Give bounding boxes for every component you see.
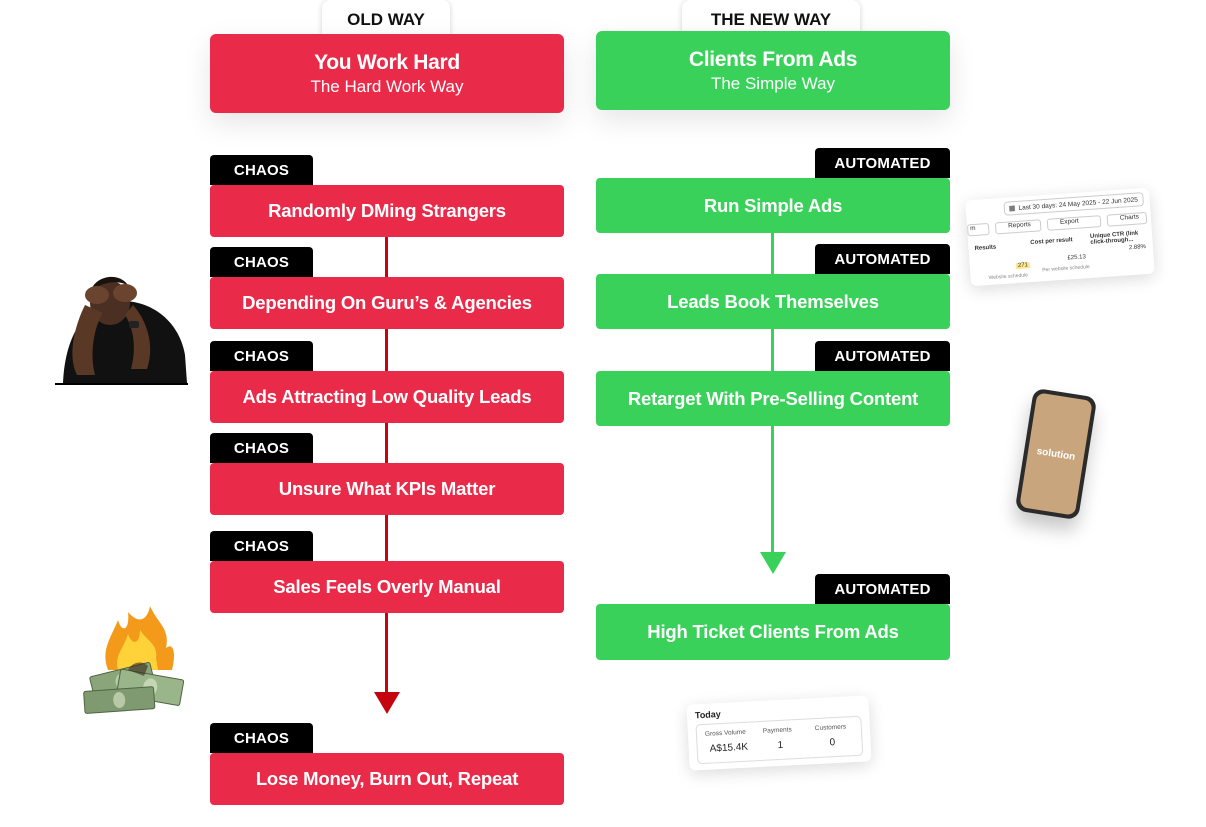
- chaos-tag: CHAOS: [210, 155, 313, 185]
- old-step-6: Lose Money, Burn Out, Repeat: [210, 753, 564, 805]
- chaos-tag: CHAOS: [210, 433, 313, 463]
- ads-manager-card: ▦ Last 30 days: 24 May 2025 - 22 Jun 202…: [965, 187, 1155, 287]
- customers-value: 0: [829, 737, 836, 749]
- new-step-1: Run Simple Ads: [596, 178, 950, 233]
- gross-volume-value: A$15.4K: [709, 741, 749, 755]
- chaos-tag: CHAOS: [210, 247, 313, 277]
- value-cost: £25.13: [1067, 254, 1087, 262]
- stressed-man-image: [55, 265, 188, 385]
- chaos-tag: CHAOS: [210, 341, 313, 371]
- payments-value: 1: [777, 739, 784, 752]
- chaos-tag: CHAOS: [210, 723, 313, 753]
- payments-title: Today: [694, 709, 722, 721]
- new-way-arrowhead: [760, 552, 786, 574]
- old-way-subtitle: The Hard Work Way: [310, 76, 464, 96]
- date-range: Last 30 days: 24 May 2025 - 22 Jun 2025: [1018, 195, 1139, 212]
- phone-image: solution: [1014, 387, 1098, 521]
- burning-money-image: [83, 606, 185, 714]
- automated-tag: AUTOMATED: [815, 574, 950, 604]
- new-step-4: High Ticket Clients From Ads: [596, 604, 950, 660]
- old-way-pill: OLD WAY: [322, 0, 450, 40]
- sub-cost: Per website schedule: [1042, 264, 1090, 274]
- value-results: 271: [1015, 262, 1031, 270]
- old-step-1: Randomly DMing Strangers: [210, 185, 564, 237]
- export-label: Export: [1059, 217, 1079, 226]
- automated-tag: AUTOMATED: [815, 341, 950, 371]
- old-way-title: You Work Hard: [314, 50, 460, 74]
- automated-tag: AUTOMATED: [815, 148, 950, 178]
- old-step-4: Unsure What KPIs Matter: [210, 463, 564, 515]
- old-step-5: Sales Feels Overly Manual: [210, 561, 564, 613]
- automated-tag: AUTOMATED: [815, 244, 950, 274]
- header-results: Results: [974, 244, 997, 252]
- new-way-title: Clients From Ads: [688, 47, 858, 71]
- new-step-3: Retarget With Pre-Selling Content: [596, 371, 950, 426]
- reports-label: Reports: [1007, 221, 1032, 230]
- header-ctr: Unique CTR (link click-through...: [1089, 230, 1139, 246]
- old-step-2: Depending On Guru’s & Agencies: [210, 277, 564, 329]
- old-way-arrowhead: [374, 692, 400, 714]
- gross-volume-label: Gross Volume: [704, 728, 746, 738]
- customers-label: Customers: [814, 723, 847, 733]
- new-way-header: Clients From Ads The Simple Way: [596, 31, 950, 110]
- chaos-tag: CHAOS: [210, 531, 313, 561]
- phone-screen-label: solution: [1035, 445, 1077, 463]
- sub-results: Website schedule: [988, 272, 1029, 282]
- calendar-icon: ▦: [1008, 205, 1016, 213]
- column-dropdown: m: [966, 222, 990, 237]
- old-way-header: You Work Hard The Hard Work Way: [210, 34, 564, 113]
- charts-label: Charts: [1119, 213, 1140, 222]
- header-cost: Cost per result: [1030, 237, 1073, 247]
- old-step-3: Ads Attracting Low Quality Leads: [210, 371, 564, 423]
- new-way-subtitle: The Simple Way: [710, 73, 836, 93]
- new-step-2: Leads Book Themselves: [596, 274, 950, 329]
- payments-label: Payments: [762, 726, 792, 735]
- payments-card: Today Gross Volume A$15.4K Payments 1 Cu…: [686, 695, 872, 771]
- value-ctr: 2.88%: [1128, 244, 1147, 252]
